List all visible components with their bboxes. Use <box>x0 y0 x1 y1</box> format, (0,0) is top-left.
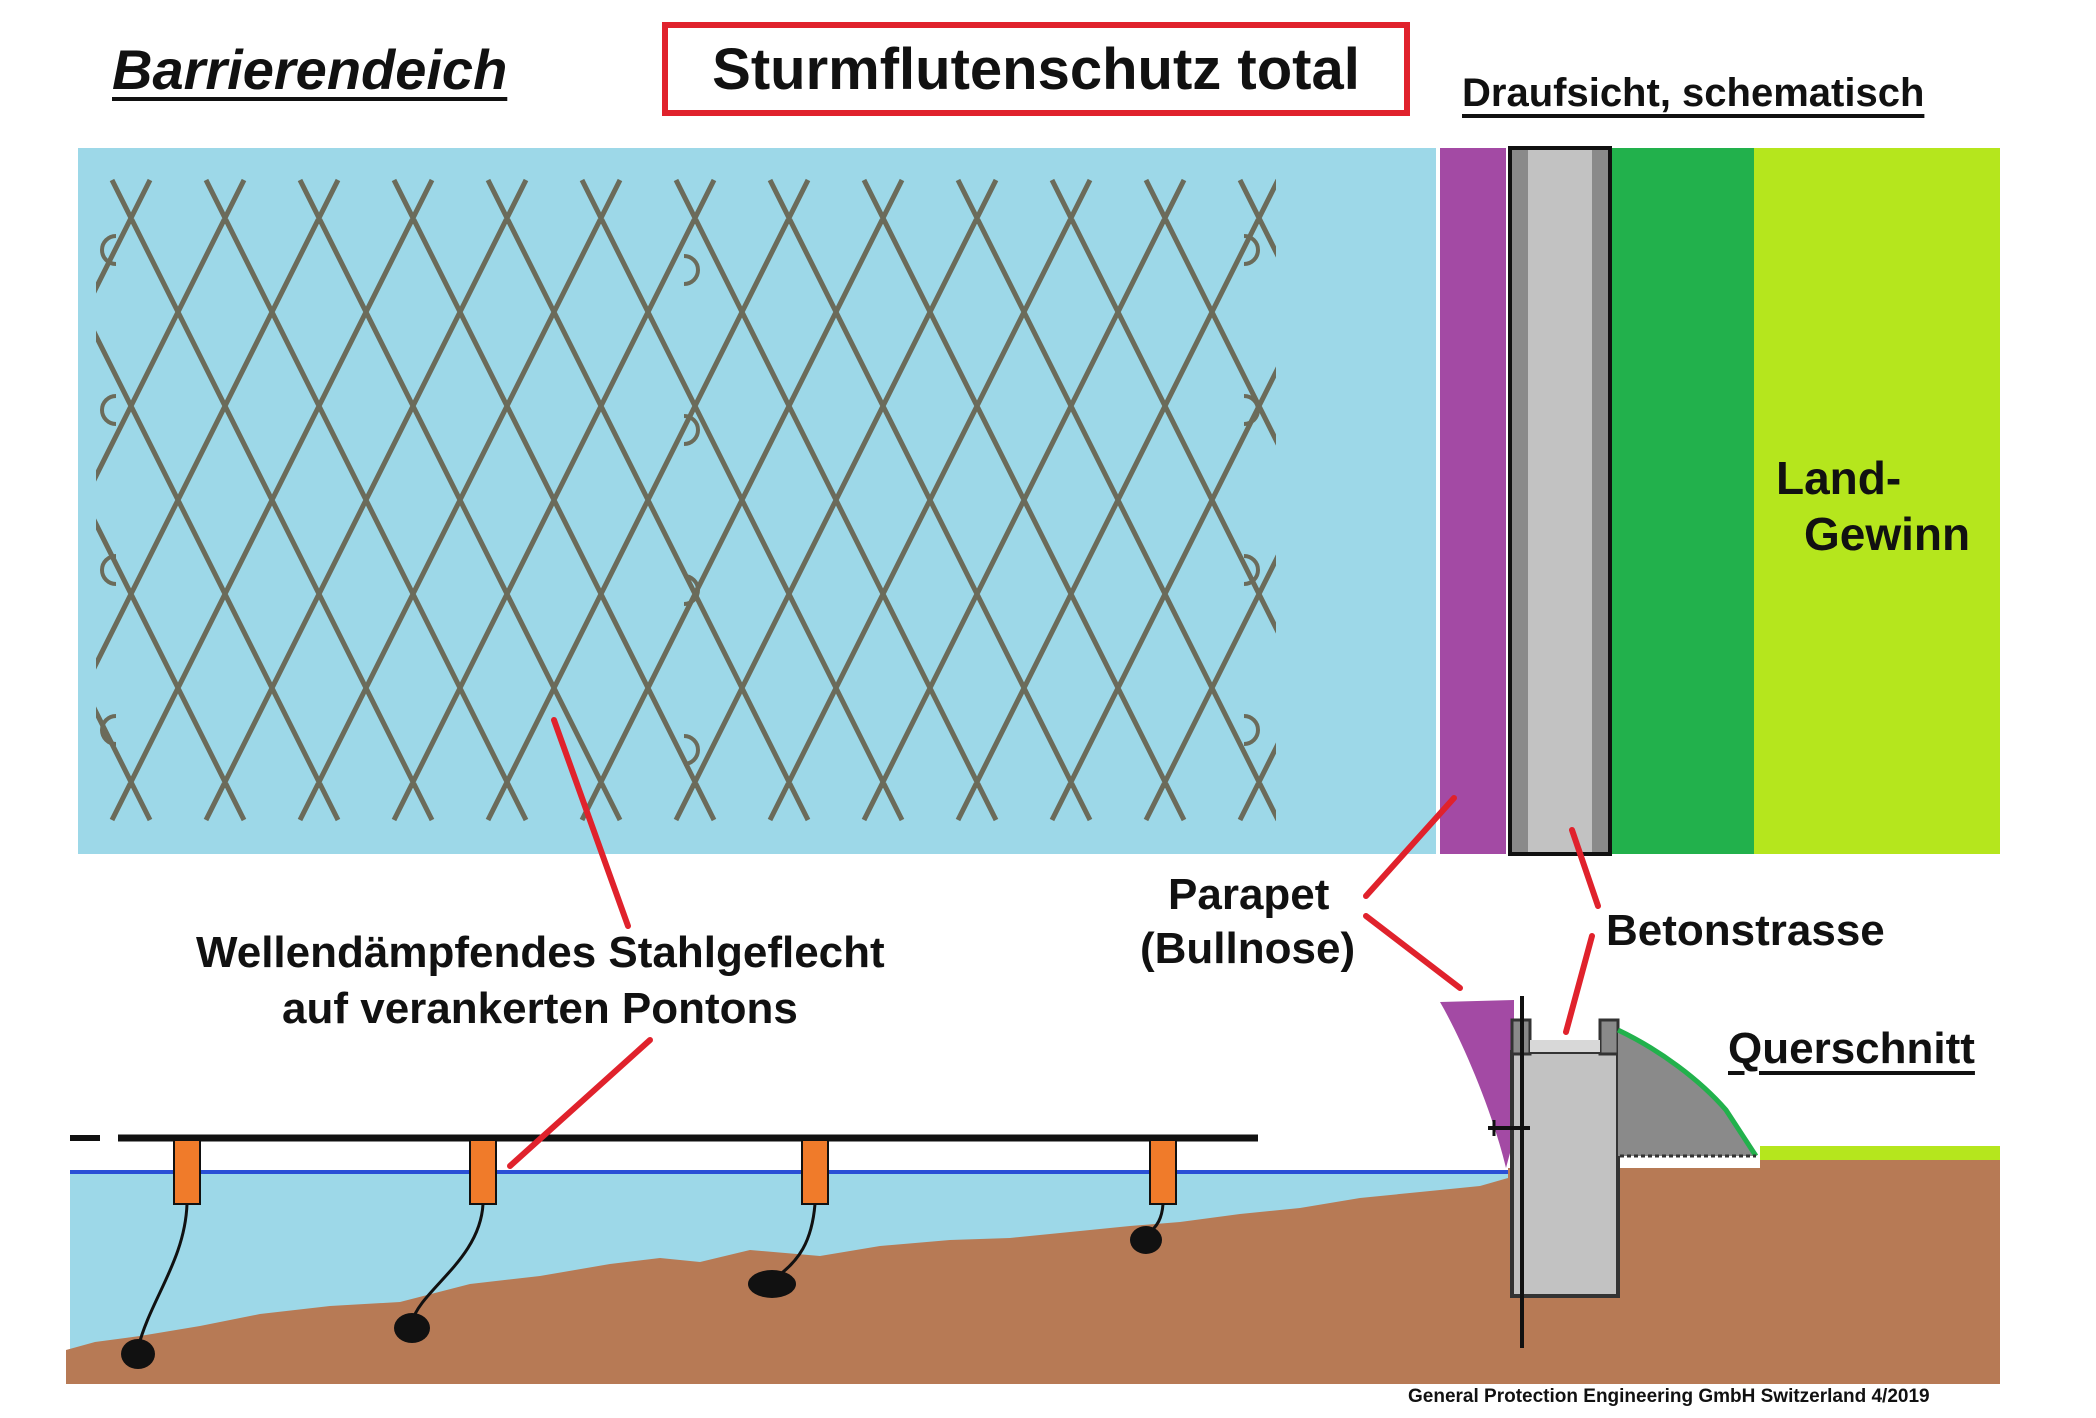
mooring-line <box>410 1203 485 1323</box>
concrete-road-top-inner <box>1528 150 1592 852</box>
mesh-loop <box>1243 394 1260 426</box>
concrete-road-label: Betonstrasse <box>1606 906 1885 955</box>
leader-road-top <box>1569 827 1601 909</box>
road-surface <box>1530 1040 1600 1052</box>
anchor-icon <box>748 1270 796 1298</box>
title-box: Sturmflutenschutz total <box>662 22 1410 116</box>
mesh-loop <box>683 414 700 446</box>
land-gain-label-line1: Land- <box>1776 452 1902 504</box>
dike-grass-edge <box>1616 1027 1759 1158</box>
leader-parapet-top <box>1363 795 1457 899</box>
credit-line: General Protection Engineering GmbH Swit… <box>1408 1386 1930 1407</box>
land-gain-strip-top <box>1754 148 2000 854</box>
pontoon <box>173 1139 201 1205</box>
mooring-line <box>136 1203 189 1349</box>
cross-section-heading: Querschnitt <box>1728 1024 1975 1073</box>
anchor-icon <box>1130 1226 1162 1254</box>
mesh-label-line2: auf verankerten Pontons <box>282 984 798 1033</box>
steel-mesh-icon <box>96 178 1276 822</box>
mesh-wires <box>96 178 1276 822</box>
top-view-water <box>78 148 1436 854</box>
land-gain-label-line2: Gewinn <box>1804 508 1971 560</box>
parapet-label-line1: Parapet <box>1168 870 1330 919</box>
mesh-loop <box>100 554 117 586</box>
barrier-dike-heading: Barrierendeich <box>112 38 508 101</box>
parapet-profile <box>1440 1000 1514 1168</box>
leader-lines <box>507 717 1601 1169</box>
diagram-title: Sturmflutenschutz total <box>712 36 1360 102</box>
parapet-strip-top <box>1440 148 1506 854</box>
mesh-loop <box>683 574 700 606</box>
anchor-icon <box>121 1339 155 1369</box>
mooring-lines <box>136 1203 1165 1349</box>
parapet-label-line2: (Bullnose) <box>1140 924 1356 973</box>
mesh-loop <box>100 234 117 266</box>
road-curb-right <box>1598 1018 1620 1056</box>
pontoon <box>469 1139 497 1205</box>
mesh-loop <box>100 714 117 746</box>
anchor-icon <box>394 1313 430 1343</box>
leader-parapet-section <box>1363 913 1463 991</box>
mesh-loop <box>1243 234 1260 266</box>
dike-embankment <box>1618 1030 1756 1156</box>
top-view-heading: Draufsicht, schematisch <box>1462 71 1925 115</box>
mesh-loop <box>683 254 700 286</box>
pontoon <box>801 1139 829 1205</box>
leader-road-section <box>1563 933 1595 1035</box>
concrete-wall-section <box>1510 1050 1620 1298</box>
mesh-label-line1: Wellendämpfendes Stahlgeflecht <box>196 928 885 977</box>
leader-mesh-top <box>551 717 631 929</box>
land-gain-section <box>1760 1146 2000 1160</box>
mesh-loop <box>683 734 700 766</box>
mesh-loop <box>1243 554 1260 586</box>
mesh-loop <box>1243 714 1260 746</box>
leader-mesh-section <box>507 1037 653 1169</box>
anchors <box>121 1226 1162 1369</box>
mesh-attachment-loops <box>100 234 1260 766</box>
pontoon <box>1149 1139 1177 1205</box>
mesh-loop <box>100 394 117 426</box>
dike-green-strip-top <box>1612 148 1754 854</box>
